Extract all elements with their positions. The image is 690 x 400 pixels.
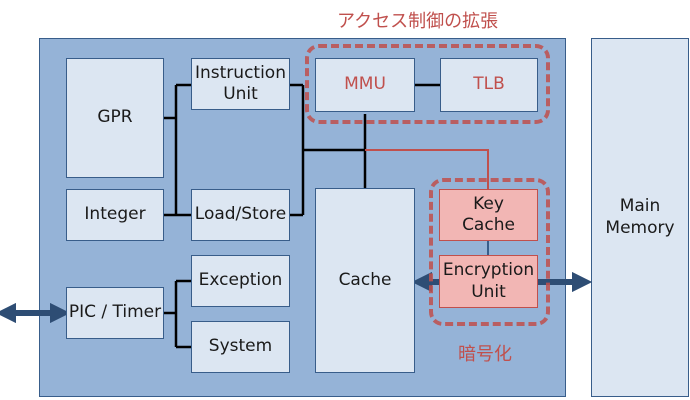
encryption-outline <box>429 178 550 326</box>
mmu-label: MMU <box>344 74 386 95</box>
integer-block: Integer <box>66 189 164 241</box>
load-store-block: Load/Store <box>191 189 290 241</box>
cache-block: Cache <box>315 188 415 373</box>
gpr-block: GPR <box>66 58 164 178</box>
main-memory-block: Main Memory <box>591 38 689 397</box>
gpr-label: GPR <box>97 107 133 128</box>
wire-key-cache <box>365 149 489 190</box>
encryption-caption: 暗号化 <box>458 344 512 365</box>
instruction-unit-label: Instruction Unit <box>195 62 286 104</box>
key-cache-label: Key Cache <box>462 193 515 235</box>
pic-timer-label: PIC / Timer <box>68 302 162 323</box>
key-cache-block: Key Cache <box>439 189 538 241</box>
system-label: System <box>208 336 273 357</box>
load-store-label: Load/Store <box>194 204 287 225</box>
system-block: System <box>191 321 290 373</box>
instruction-unit-block: Instruction Unit <box>191 58 290 110</box>
tlb-label: TLB <box>473 74 505 95</box>
exception-block: Exception <box>191 255 290 307</box>
main-memory-label: Main Memory <box>605 196 675 238</box>
pic-timer-block: PIC / Timer <box>66 287 164 339</box>
tlb-block: TLB <box>440 58 538 112</box>
integer-label: Integer <box>84 204 146 225</box>
cache-label: Cache <box>338 269 392 290</box>
exception-label: Exception <box>198 270 283 291</box>
access-control-caption: アクセス制御の拡張 <box>337 11 499 32</box>
encryption-unit-label: Encryption Unit <box>442 260 535 302</box>
access-control-outline <box>305 44 550 124</box>
encryption-unit-block: Encryption Unit <box>439 255 538 308</box>
mmu-block: MMU <box>315 58 415 112</box>
